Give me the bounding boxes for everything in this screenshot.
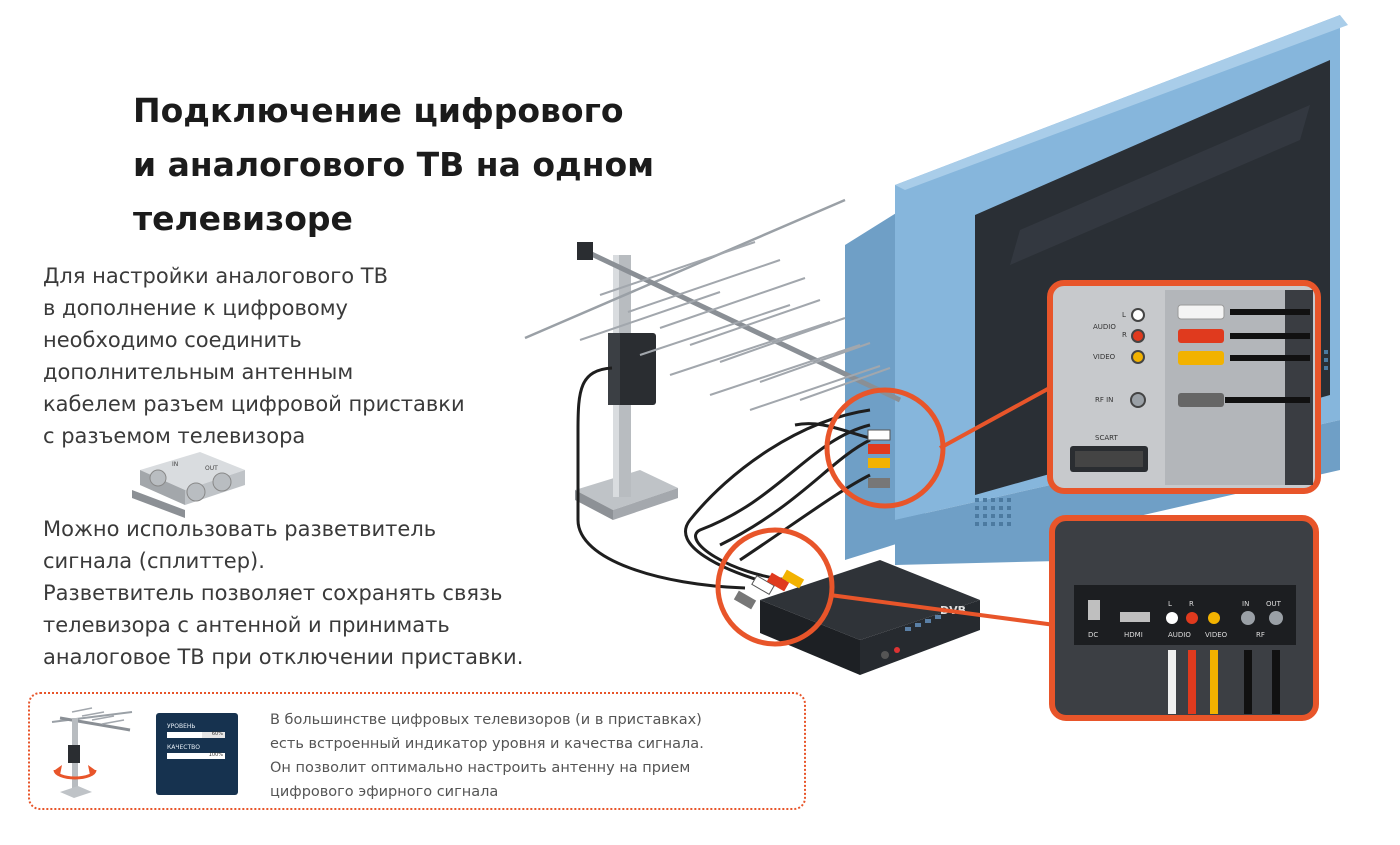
tv-label-rf-in: RF IN	[1095, 396, 1113, 404]
meter-quality-percent: 100%	[208, 752, 223, 758]
tv-panel-zoom: AUDIO L R VIDEO RF IN SCART	[1047, 280, 1321, 494]
paragraph-analog-setup: Для настройки аналогового ТВ в дополнени…	[43, 264, 465, 448]
box-label-rf: RF	[1256, 631, 1265, 639]
box-label-video: VIDEO	[1205, 631, 1228, 639]
signal-indicator-box: УРОВЕНЬ 60% КАЧЕСТВО 100% В большинстве …	[28, 692, 806, 810]
meter-quality-bar: 100%	[167, 752, 225, 759]
page-title: Подключение цифрового и аналогового ТВ н…	[133, 91, 655, 238]
tv-label-l: L	[1122, 311, 1126, 319]
tv-label-audio: AUDIO	[1093, 323, 1116, 331]
tv-label-scart: SCART	[1095, 434, 1118, 442]
antenna-illustration	[524, 198, 902, 520]
signal-meter: УРОВЕНЬ 60% КАЧЕСТВО 100%	[156, 713, 238, 795]
tv-label-video: VIDEO	[1093, 353, 1116, 361]
box-label-r: R	[1189, 600, 1194, 608]
rca-plugs-tv	[867, 429, 891, 488]
meter-level-percent: 60%	[211, 731, 223, 737]
box-label-hdmi: HDMI	[1124, 631, 1143, 639]
box-panel-zoom: DC HDMI L R AUDIO VIDEO IN OUT RF	[1049, 515, 1319, 721]
paragraph-splitter: Можно использовать разветвитель сигнала …	[43, 517, 524, 669]
meter-level-bar: 60%	[167, 731, 225, 738]
meter-level-label: УРОВЕНЬ	[167, 723, 196, 730]
highlight-callouts	[715, 383, 1056, 647]
info-text: В большинстве цифровых телевизоров (и в …	[270, 712, 704, 800]
small-antenna-icon	[51, 707, 133, 798]
box-label-in: IN	[1242, 600, 1249, 608]
meter-quality-label: КАЧЕСТВО	[167, 744, 200, 751]
splitter-label-in: IN	[172, 461, 178, 468]
box-label-dc: DC	[1088, 631, 1098, 639]
splitter-illustration: IN OUT	[132, 452, 245, 518]
rca-plugs-box	[733, 569, 805, 610]
tv-label-r: R	[1122, 331, 1127, 339]
box-label-l: L	[1168, 600, 1172, 608]
box-label-out: OUT	[1266, 600, 1282, 608]
splitter-label-out: OUT	[205, 465, 218, 472]
box-label-audio: AUDIO	[1168, 631, 1191, 639]
